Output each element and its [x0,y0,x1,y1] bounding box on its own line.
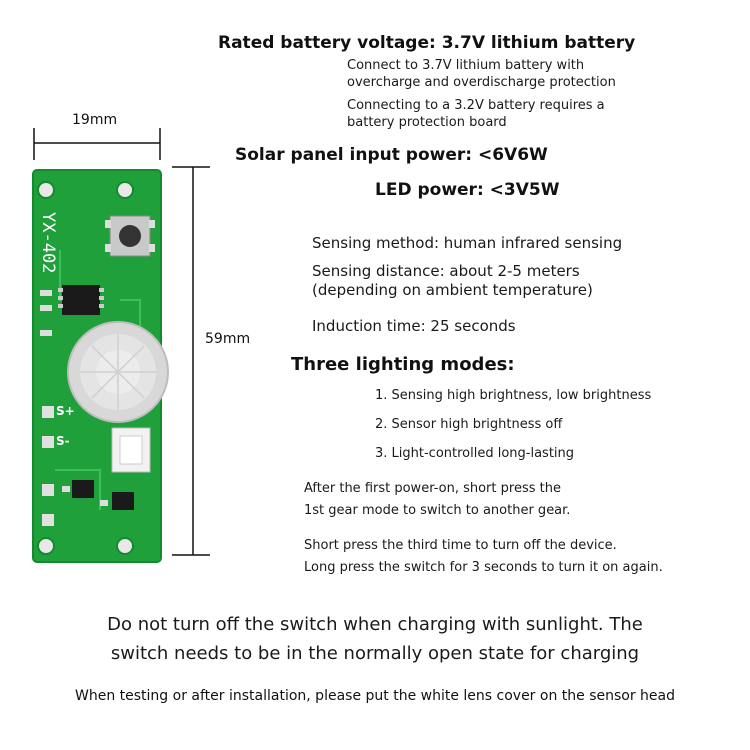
connect-32-note-line1: Connecting to a 3.2V battery requires a [347,98,605,113]
pad-s-plus [42,406,54,418]
sensing-distance-line1: Sensing distance: about 2-5 meters [312,262,580,280]
led-power-heading: LED power: <3V5W [375,180,560,200]
pcb-board [32,169,169,563]
charging-warning-line1: Do not turn off the switch when charging… [107,614,643,635]
sensing-method-text: Sensing method: human infrared sensing [312,234,623,252]
solar-input-heading: Solar panel input power: <6V6W [235,145,548,165]
ic-chip [58,285,104,315]
battery-connector [111,427,151,473]
charging-warning-line2: switch needs to be in the normally open … [110,643,640,664]
connect-32-note-line2: battery protection board [347,115,507,130]
mode-item-2: 2. Sensor high brightness off [375,417,563,432]
connect-37-note-line2: overcharge and overdischarge protection [347,75,616,90]
pad-s-minus [42,436,54,448]
pir-sensor-lens [67,321,169,423]
push-button-switch [105,215,155,257]
lighting-modes-title: Three lighting modes: [291,354,515,375]
width-dimension-label: 19mm [72,112,118,128]
pad-label-s-minus: S- [56,434,70,448]
pad-label-s-plus: S+ [56,404,75,418]
induction-time-text: Induction time: 25 seconds [312,317,516,335]
mode-item-3: 3. Light-controlled long-lasting [375,446,575,461]
height-dimension-line [172,166,210,556]
sensing-distance-line2: (depending on ambient temperature) [312,281,593,299]
height-dimension-label: 59mm [205,331,251,347]
connect-37-note-line1: Connect to 3.7V lithium battery with [347,58,585,73]
lens-cover-footer-note: When testing or after installation, plea… [75,688,675,704]
instruction-third-press: Short press the third time to turn off t… [304,538,617,553]
rated-voltage-heading: Rated battery voltage: 3.7V lithium batt… [218,33,636,53]
width-dimension-line [33,128,161,160]
board-model-label: YX-402 [38,212,58,274]
mode-item-1: 1. Sensing high brightness, low brightne… [375,388,652,403]
instruction-first-line1: After the first power-on, short press th… [304,481,561,496]
instruction-long-press: Long press the switch for 3 seconds to t… [304,560,663,575]
instruction-first-line2: 1st gear mode to switch to another gear. [304,503,571,518]
